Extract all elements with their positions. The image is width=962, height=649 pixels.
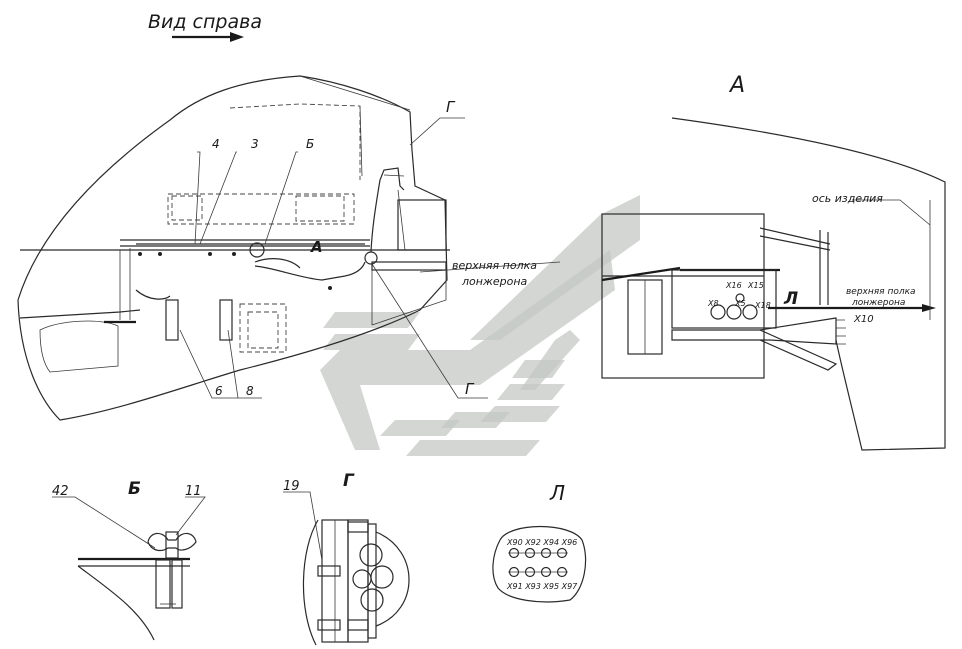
view-a-conn-x15: X15 [747, 281, 764, 290]
view-a-l-mark: Л [783, 289, 798, 309]
detail-b-title: Б [128, 479, 141, 499]
detail-l-top-row: X90 X92 X94 X96 [506, 538, 577, 547]
detail-l-bottom-row: X91 X93 X95 X97 [506, 582, 578, 591]
detail-l-drawing [492, 526, 587, 603]
view-a-conn-x16: X16 [725, 281, 742, 290]
detail-l-title: Л [549, 481, 565, 505]
beam-note-line2: лонжерона [461, 275, 528, 288]
view-a-conn-x8: X8 [707, 299, 719, 308]
detail-g-drawing [283, 491, 410, 646]
callout-3: 3 [251, 137, 259, 151]
view-a-beam-note-line2: лонжерона [851, 298, 905, 308]
view-a-beam-note-line1: верхняя полка [846, 287, 916, 297]
view-direction-arrow [172, 32, 244, 42]
detail-b-n42: 42 [52, 484, 69, 499]
callout-g-mid: Г [465, 380, 475, 398]
detail-b-n11: 11 [185, 484, 202, 499]
view-a-axis-label: ось изделия [812, 192, 883, 205]
callout-b: Б [306, 137, 314, 151]
callout-6: 6 [215, 384, 223, 398]
detail-g-n19: 19 [283, 479, 300, 494]
callout-a-mark: А [310, 238, 323, 256]
callout-8: 8 [246, 384, 254, 398]
watermark-logo [320, 195, 640, 456]
callout-4: 4 [212, 137, 220, 151]
view-a-drawing [601, 117, 946, 451]
beam-note-line1: верхняя полка [452, 259, 537, 272]
view-a-x10: X10 [853, 314, 874, 325]
detail-b-drawing [52, 496, 206, 641]
main-side-view [17, 75, 561, 421]
detail-g-title: Г [343, 471, 355, 491]
view-a-title: А [728, 73, 745, 98]
view-a-conn-x5: X5 [734, 299, 746, 308]
view-title: Вид справа [148, 11, 262, 33]
callout-g-top: Г [446, 98, 456, 116]
view-a-conn-x18: X18 [754, 301, 771, 310]
